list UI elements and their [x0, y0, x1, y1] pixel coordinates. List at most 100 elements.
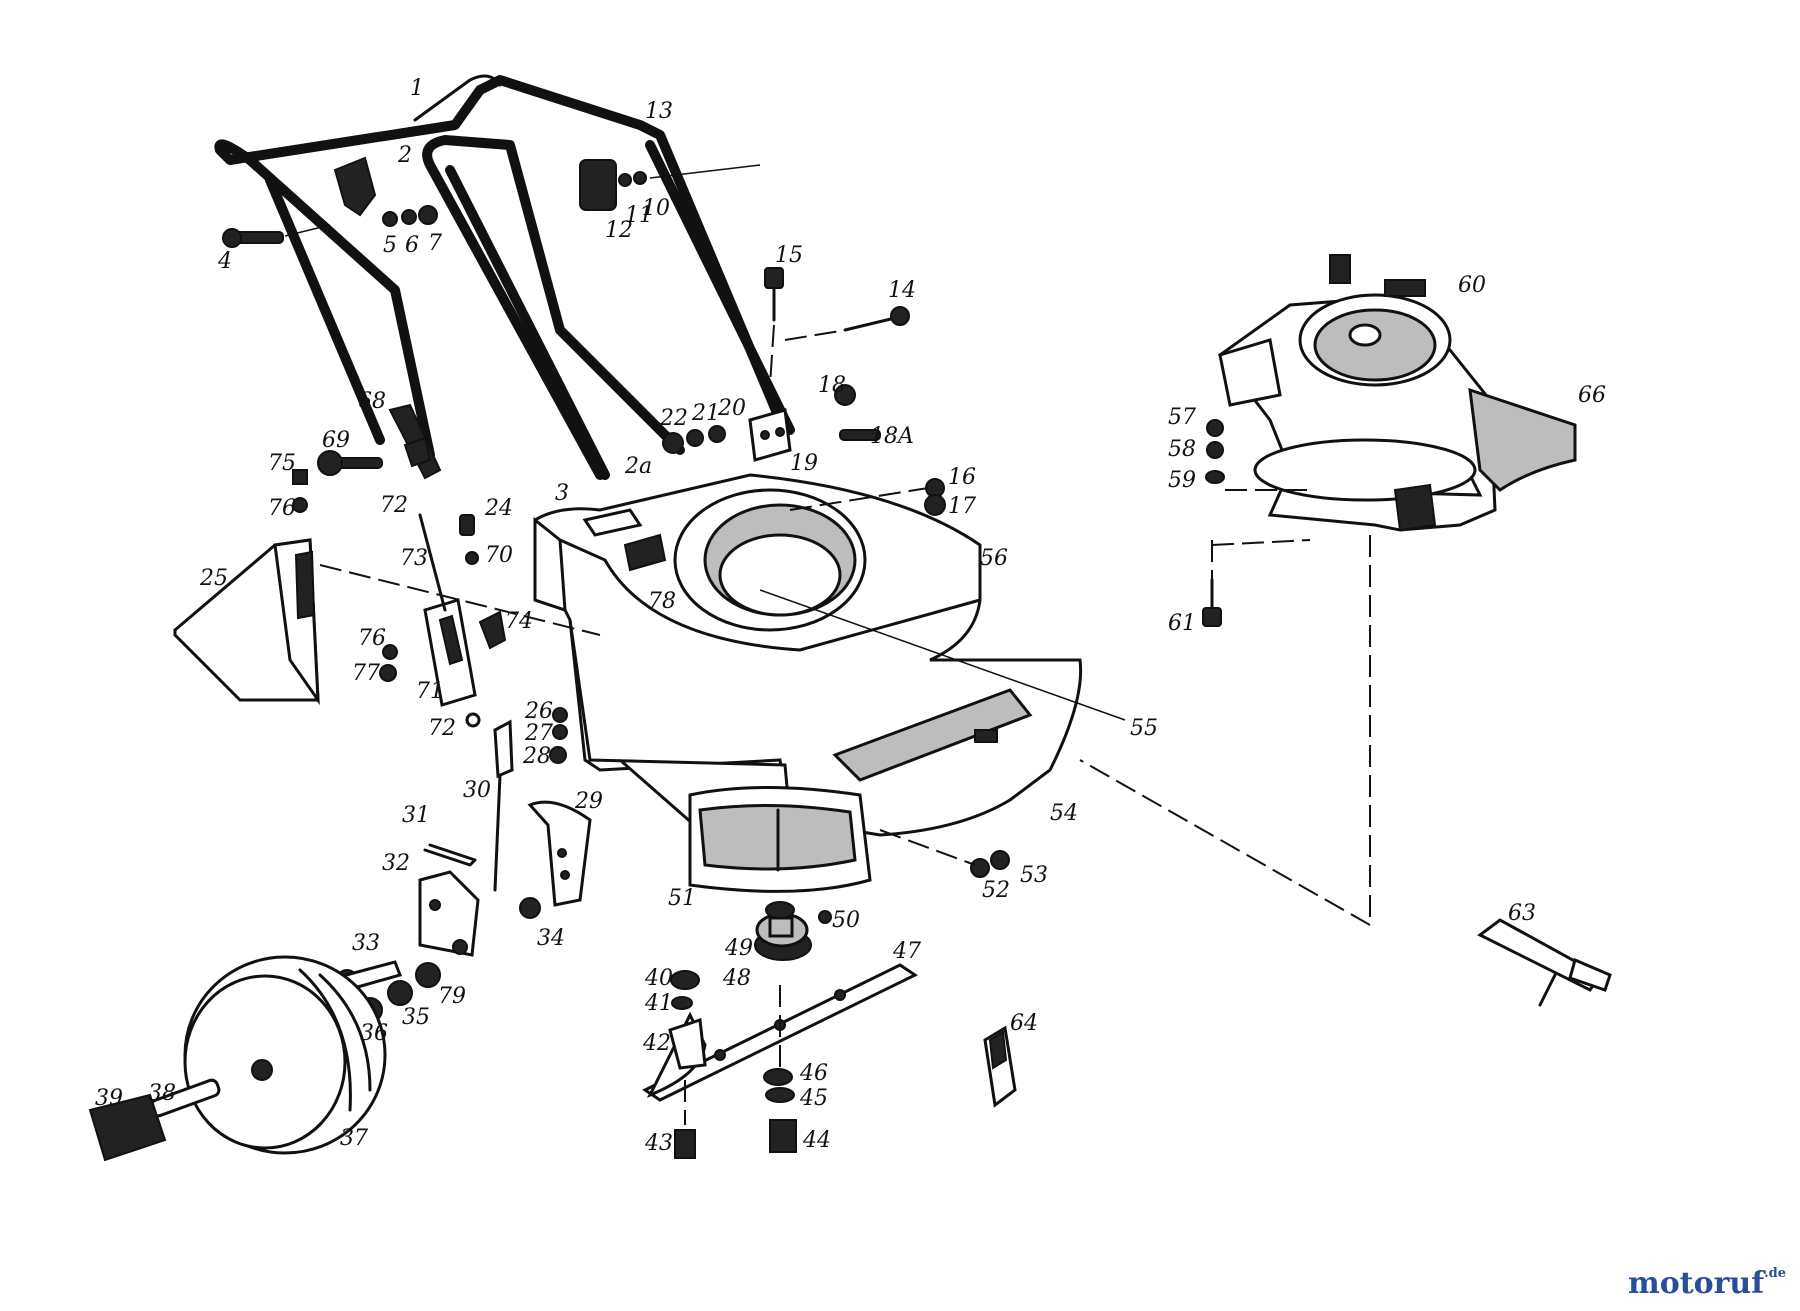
blade-guard-51 — [688, 786, 872, 893]
engine-mount-lines — [1079, 535, 1371, 926]
label-13: 13 — [645, 99, 673, 124]
label-12: 12 — [605, 218, 633, 243]
label-76-upper: 76 — [268, 496, 296, 521]
blade-adapter-48-49 — [754, 901, 832, 961]
label-3: 3 — [555, 481, 569, 506]
label-38: 38 — [148, 1081, 176, 1106]
label-21: 21 — [691, 401, 720, 426]
label-69: 69 — [322, 428, 350, 453]
lever-30 — [493, 719, 514, 892]
label-53: 53 — [1020, 863, 1048, 888]
label-56: 56 — [980, 546, 1008, 571]
label-10: 10 — [642, 196, 670, 221]
nuts-20-21-22 — [662, 425, 726, 454]
part-labels: 1 2 2a 3 4 5 6 7 10 11 12 13 14 15 16 17… — [95, 76, 1606, 1156]
label-78: 78 — [648, 589, 676, 614]
washers-5-6-7 — [382, 205, 438, 227]
label-28: 28 — [522, 744, 551, 769]
nuts-52-53 — [879, 829, 1010, 878]
axle-bolt-38-cap-39 — [88, 1078, 221, 1162]
label-51: 51 — [668, 886, 696, 911]
bolt-69 — [317, 450, 383, 476]
bolt-15 — [764, 267, 784, 386]
label-20: 20 — [717, 396, 746, 421]
handle-clamp-2 — [333, 156, 377, 217]
mower-deck-56 — [533, 473, 1126, 837]
label-61: 61 — [1168, 611, 1196, 636]
label-26: 26 — [524, 699, 553, 724]
label-22: 22 — [659, 406, 688, 431]
washers-57-58-59 — [1205, 419, 1310, 491]
switch-box-12 — [579, 159, 761, 211]
bolt-61 — [1202, 539, 1311, 627]
wheel-37 — [183, 955, 387, 1155]
label-4: 4 — [217, 249, 232, 274]
handle-bolt-4 — [222, 224, 331, 248]
engine-60 — [1217, 254, 1497, 532]
motoruf-logo: motoruf.de — [1628, 1266, 1786, 1301]
label-40: 40 — [644, 966, 673, 991]
label-36: 36 — [360, 1021, 388, 1046]
label-68: 68 — [358, 389, 386, 414]
label-31: 31 — [402, 803, 430, 828]
label-18: 18 — [818, 373, 846, 398]
label-72-lower: 72 — [428, 716, 456, 741]
label-2: 2 — [397, 143, 412, 168]
part-64 — [983, 1025, 1017, 1108]
watermark-text: motoruf — [1627, 1266, 1765, 1301]
label-14: 14 — [888, 278, 916, 303]
plate-29 — [527, 800, 592, 907]
bracket-19 — [748, 384, 881, 462]
label-42: 42 — [642, 1031, 671, 1056]
bolt-14 — [784, 306, 910, 341]
label-2a: 2a — [624, 454, 652, 479]
blade-bolts-43-44-45-46 — [674, 985, 797, 1159]
label-52: 52 — [982, 878, 1010, 903]
watermark-suffix: .de — [1764, 1266, 1786, 1281]
label-79: 79 — [438, 984, 466, 1009]
muffler-66 — [1468, 387, 1577, 492]
label-64: 64 — [1010, 1011, 1038, 1036]
label-30: 30 — [463, 778, 491, 803]
wheel-bracket-32 — [418, 870, 541, 957]
label-11: 11 — [625, 203, 653, 228]
label-70: 70 — [485, 543, 513, 568]
label-15: 15 — [775, 243, 803, 268]
label-43: 43 — [644, 1131, 673, 1156]
label-55: 55 — [1130, 716, 1158, 741]
label-27: 27 — [524, 721, 553, 746]
label-34: 34 — [537, 926, 565, 951]
bolt-75-washer-76 — [292, 469, 308, 513]
label-77: 77 — [352, 661, 380, 686]
label-24: 24 — [484, 496, 513, 521]
label-46: 46 — [799, 1061, 828, 1086]
label-29: 29 — [574, 789, 603, 814]
label-76-lower: 76 — [358, 626, 386, 651]
label-25: 25 — [199, 566, 228, 591]
label-47: 47 — [892, 939, 921, 964]
spark-plug-wrench-63 — [1477, 918, 1612, 1007]
height-adjuster-71 — [379, 513, 507, 728]
rear-flap-25 — [173, 538, 601, 706]
label-32: 32 — [382, 851, 410, 876]
label-35: 35 — [402, 1005, 430, 1030]
label-58: 58 — [1168, 437, 1196, 462]
label-16: 16 — [948, 465, 976, 490]
label-63: 63 — [1508, 901, 1536, 926]
label-48: 48 — [722, 966, 751, 991]
label-71: 71 — [416, 679, 444, 704]
nuts-26-27-28 — [549, 707, 568, 764]
label-75: 75 — [268, 451, 296, 476]
label-60: 60 — [1458, 273, 1486, 298]
label-17: 17 — [948, 494, 976, 519]
label-1: 1 — [410, 76, 424, 101]
label-19: 19 — [790, 451, 818, 476]
nuts-16-17 — [789, 478, 946, 516]
label-7: 7 — [428, 231, 442, 256]
label-37: 37 — [340, 1126, 368, 1151]
label-66: 66 — [1578, 383, 1606, 408]
label-72-upper: 72 — [380, 493, 408, 518]
spring-68 — [388, 403, 442, 480]
